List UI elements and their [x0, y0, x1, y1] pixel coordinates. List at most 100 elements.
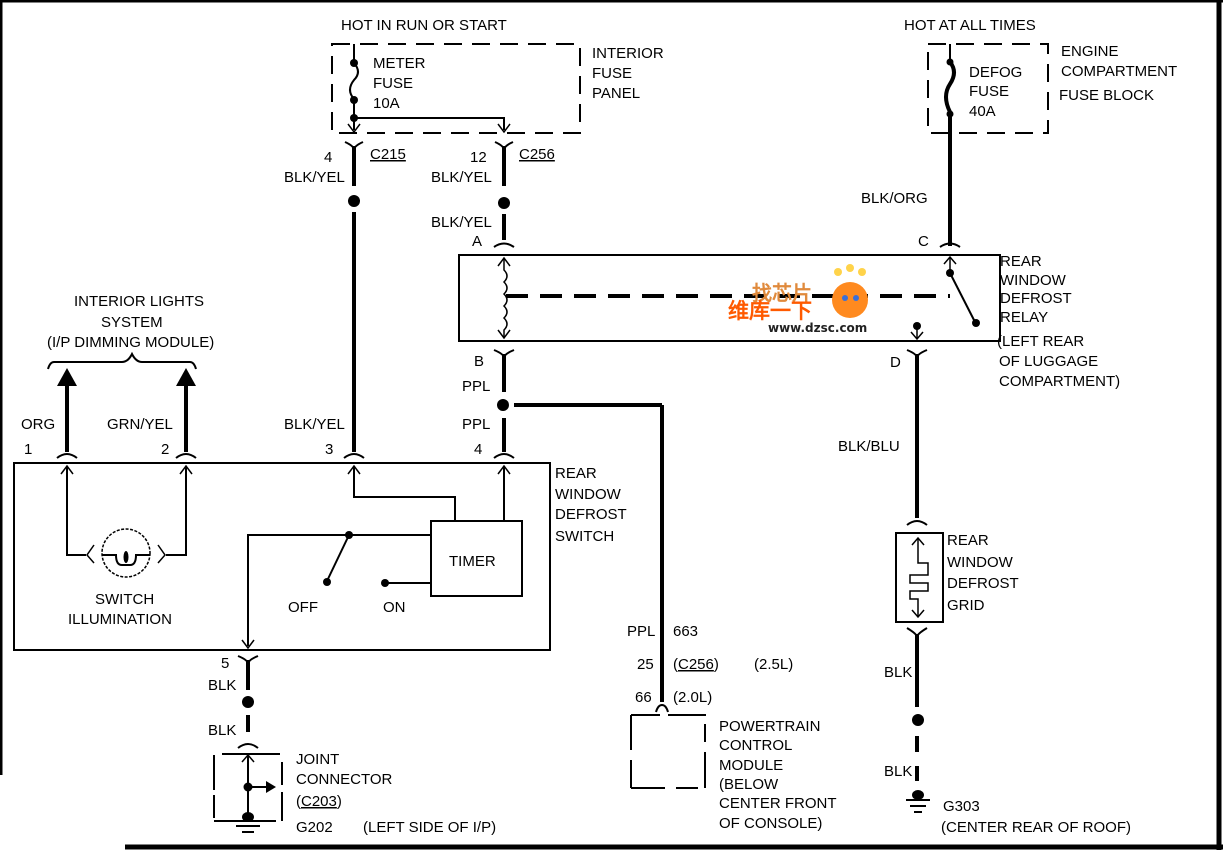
pcm-line-3: MODULE	[719, 757, 783, 774]
timer-box	[430, 520, 523, 597]
fuse-panel-line-1: INTERIOR	[592, 45, 664, 62]
grid-box	[895, 532, 944, 623]
c256-wire: BLK/YEL	[431, 169, 492, 186]
pcm-line-4: (BELOW	[719, 776, 779, 793]
meter-fuse-line-2: FUSE	[373, 75, 413, 92]
defog-fuse-line-2: FUSE	[969, 83, 1009, 100]
relay-switch-icon	[910, 255, 980, 341]
c256-pin: 12	[470, 149, 487, 166]
joint-line-1: JOINT	[296, 751, 339, 768]
engine-block-line-1: ENGINE	[1061, 43, 1119, 60]
pcm-pin-66: 66	[635, 689, 652, 706]
relay-wire-b: PPL	[462, 378, 490, 395]
ground-pin: 5	[221, 655, 229, 672]
switch-pin-1: 1	[24, 441, 32, 458]
interior-lights-line-1: INTERIOR LIGHTS	[74, 293, 204, 310]
grid-location: (CENTER REAR OF ROOF)	[941, 819, 1131, 836]
fuse-icon	[347, 44, 511, 134]
interior-lights-line-3: (I/P DIMMING MODULE)	[47, 334, 214, 351]
relay-wire-a: BLK/YEL	[431, 214, 492, 231]
pcm-connector: C256	[678, 656, 714, 673]
switch-pin-3: 3	[325, 441, 333, 458]
switch-pin-4-wire: PPL	[462, 416, 490, 433]
switch-illumination-2: ILLUMINATION	[68, 611, 172, 628]
meter-fuse-line-3: 10A	[373, 95, 400, 112]
switch-pin-2-wire: GRN/YEL	[107, 416, 173, 433]
ground-wire-2: BLK	[208, 722, 236, 739]
c256-name: C256	[519, 146, 555, 163]
heating-element-icon	[909, 536, 929, 619]
pcm-engine-25: (2.5L)	[754, 656, 793, 673]
fuse-panel-line-3: PANEL	[592, 85, 640, 102]
joint-location: (LEFT SIDE OF I/P)	[363, 819, 496, 836]
pcm-box	[630, 714, 706, 789]
relay-label-3: DEFROST	[1000, 290, 1072, 307]
joint-ground: G202	[296, 819, 333, 836]
pcm-line-1: POWERTRAIN	[719, 718, 820, 735]
relay-pin-a: A	[472, 233, 482, 250]
switch-label-4: SWITCH	[555, 528, 614, 545]
pcm-group: PPL 663 25 (C256) (2.5L) 66 (2.0L) POWER…	[627, 623, 837, 832]
relay-label-2: WINDOW	[1000, 272, 1067, 289]
joint-line-2: CONNECTOR	[296, 771, 393, 788]
meter-fuse-line-1: METER	[373, 55, 426, 72]
grid-label-2: WINDOW	[947, 554, 1014, 571]
arrow-up-icon	[57, 368, 77, 386]
relay-pin-c: C	[918, 233, 929, 250]
grid-wire-1: BLK	[884, 664, 912, 681]
fuse-panel-line-2: FUSE	[592, 65, 632, 82]
c215-name: C215	[370, 146, 406, 163]
switch-pin-3-wire: BLK/YEL	[284, 416, 345, 433]
relay-pin-b: B	[474, 353, 484, 370]
joint-connector-name: C203	[301, 793, 337, 810]
meter-power-label: HOT IN RUN OR START	[341, 17, 507, 34]
defog-fuse-line-3: 40A	[969, 103, 996, 120]
pcm-wire: PPL	[627, 623, 655, 640]
switch-contact-icon	[323, 531, 431, 587]
interior-lights-group: INTERIOR LIGHTS SYSTEM (I/P DIMMING MODU…	[47, 293, 214, 452]
mascot-icon	[832, 282, 868, 318]
relay-coil-icon	[497, 256, 511, 340]
switch-label-1: REAR	[555, 465, 597, 482]
grid-wire-2: BLK	[884, 763, 912, 780]
switch-pin-1-wire: ORG	[21, 416, 55, 433]
relay-label-5: (LEFT REAR	[997, 333, 1084, 350]
defrost-switch: ORG 1 GRN/YEL 2 BLK/YEL 3 PPL 4 SWITCH I…	[13, 416, 627, 651]
grid-label-1: REAR	[947, 532, 989, 549]
relay-label-7: COMPARTMENT)	[999, 373, 1120, 390]
switch-off-label: OFF	[288, 599, 318, 616]
c215-wire: BLK/YEL	[284, 169, 345, 186]
blk-org-wire: BLK/ORG	[861, 190, 928, 207]
relay-wire-d: BLK/BLU	[838, 438, 900, 455]
switch-box	[13, 462, 551, 651]
switch-illumination-1: SWITCH	[95, 591, 154, 608]
pcm-line-2: CONTROL	[719, 737, 792, 754]
watermark-url: www.dzsc.com	[768, 321, 867, 335]
switch-label-3: DEFROST	[555, 506, 627, 523]
defrost-grid-group: BLK BLK REAR WINDOW DEFROST GRID G303 (C…	[884, 520, 1131, 836]
relay-label-1: REAR	[1000, 253, 1042, 270]
engine-block-line-3: FUSE BLOCK	[1059, 87, 1154, 104]
switch-pin-4: 4	[474, 441, 482, 458]
grid-ground: G303	[943, 798, 980, 815]
defog-fuse-line-1: DEFOG	[969, 64, 1022, 81]
watermark-logo: 找芯片 维库一下 www.dzsc.com	[728, 264, 868, 335]
interior-lights-line-2: SYSTEM	[101, 314, 163, 331]
pcm-connector-bracket: (C256)	[673, 656, 719, 673]
connector-c256: 12 C256 BLK/YEL	[431, 141, 555, 240]
lamp-icon	[86, 528, 166, 578]
pcm-line-5: CENTER FRONT	[719, 795, 837, 812]
interior-fuse-panel-box	[331, 43, 581, 134]
grid-label-4: GRID	[947, 597, 985, 614]
c215-pin: 4	[324, 149, 332, 166]
pcm-line-6: OF CONSOLE)	[719, 815, 822, 832]
switch-label-2: WINDOW	[555, 486, 622, 503]
switch-ground-circuit: 5 BLK BLK JOINT CONNECTOR (C203) G202 (	[208, 655, 496, 836]
pcm-engine-66: (2.0L)	[673, 689, 712, 706]
ground-icon	[906, 790, 930, 813]
relay-label-4: RELAY	[1000, 309, 1048, 326]
pcm-circuit: 663	[673, 623, 698, 640]
switch-pin-2: 2	[161, 441, 169, 458]
engine-block-line-2: COMPARTMENT	[1061, 63, 1177, 80]
